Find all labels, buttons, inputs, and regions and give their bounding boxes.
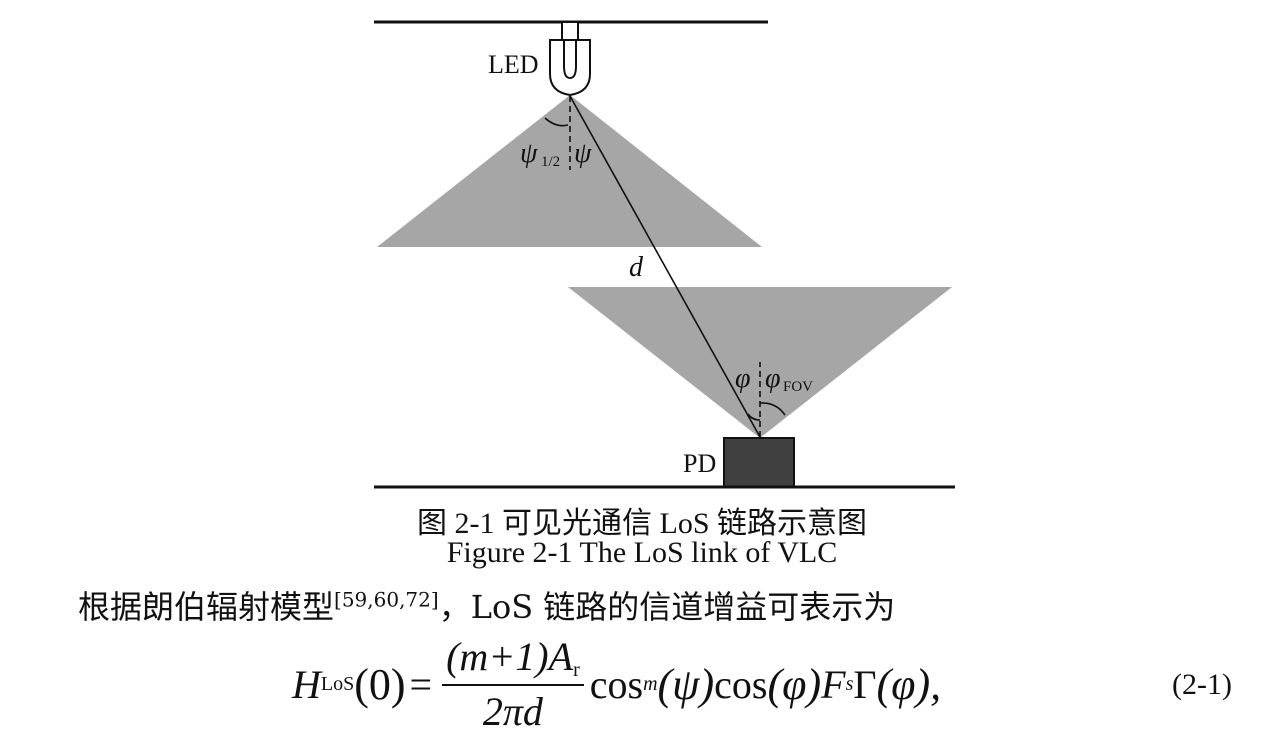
eq-lhs-sub: LoS	[320, 672, 355, 695]
eq-lhs-arg: (0)	[354, 659, 406, 709]
vlc-los-link-diagram: LED ψ 1/2 ψ d φ φ FOV PD	[374, 20, 955, 489]
paragraph-rest: ，LoS 链路的信道增益可表示为	[438, 588, 896, 626]
psi-half-subscript: 1/2	[541, 154, 560, 170]
eq-gamma-arg: (φ),	[876, 659, 942, 709]
paragraph-text: 根据朗伯辐射模型[59,60,72]，LoS 链路的信道增益可表示为	[78, 582, 895, 628]
equation-number: (2-1)	[1172, 668, 1232, 701]
eq-F-sub: s	[845, 672, 854, 695]
eq-gamma: Γ	[853, 661, 877, 707]
pd-receiver-block	[723, 437, 795, 488]
citation-ref: [59,60,72]	[334, 587, 439, 612]
led-bulb-icon	[549, 21, 591, 97]
eq-cos1-sup: m	[643, 672, 658, 695]
eq-cos2-arg: (φ)	[767, 659, 822, 709]
eq-cos1: cos	[589, 661, 644, 707]
psi-label: ψ	[574, 138, 592, 169]
figure-caption-english: Figure 2-1 The LoS link of VLC	[446, 536, 838, 569]
phi-label: φ	[735, 363, 751, 394]
eq-equals: =	[409, 661, 433, 707]
phi-fov-subscript: FOV	[783, 379, 813, 395]
eq-denominator: 2πd	[482, 689, 543, 734]
led-emission-cone	[377, 95, 762, 247]
eq-numerator: (m+1)Ar	[442, 633, 584, 686]
paragraph-lead: 根据朗伯辐射模型	[78, 588, 335, 626]
eq-fraction: (m+1)Ar 2πd	[442, 633, 584, 735]
phi-fov-label: φ	[765, 363, 781, 394]
pd-label: PD	[683, 449, 716, 478]
led-label: LED	[488, 50, 539, 79]
psi-half-label: ψ	[520, 138, 538, 169]
eq-F: F	[821, 661, 846, 707]
eq-lhs: H	[292, 661, 321, 707]
fov-angle-arc	[759, 402, 786, 416]
eq-cos1-arg: (ψ)	[657, 659, 715, 709]
line-of-sight	[569, 95, 761, 438]
figure-caption-chinese: 图 2-1 可见光通信 LoS 链路示意图	[417, 507, 867, 540]
incidence-angle-arc	[747, 413, 761, 421]
distance-label: d	[629, 252, 644, 283]
half-angle-arc	[544, 117, 569, 127]
eq-cos2: cos	[714, 661, 768, 707]
